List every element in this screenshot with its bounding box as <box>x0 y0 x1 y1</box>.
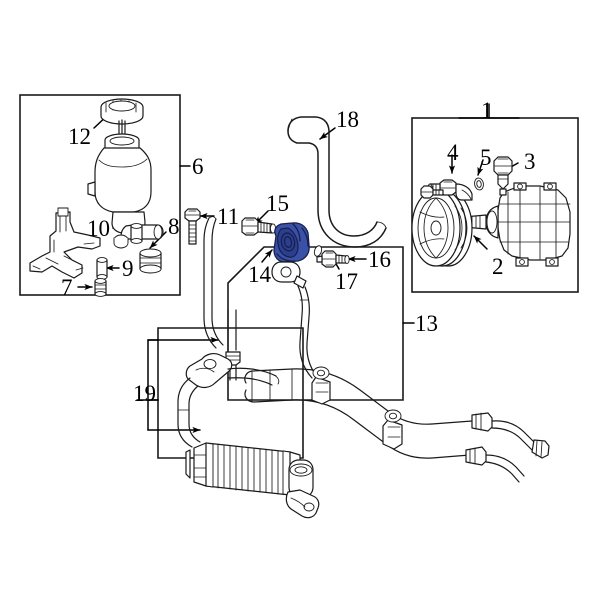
part-pump-pulley-2 <box>411 189 473 267</box>
callout-label-16: 16 <box>368 247 391 272</box>
callout-label-10: 10 <box>87 216 110 241</box>
part-reservoir-bracket <box>29 207 101 279</box>
part-reservoir-cap-12 <box>100 98 144 137</box>
callout-label-17: 17 <box>335 269 358 294</box>
callout-label-15: 15 <box>266 191 289 216</box>
callout-label-18: 18 <box>336 107 359 132</box>
callout-label-8: 8 <box>168 214 180 239</box>
part-grommet-10 <box>130 223 143 244</box>
part-bolt-11 <box>184 208 201 245</box>
callout-label-3: 3 <box>524 149 536 174</box>
part-bushing-8 <box>139 248 162 274</box>
part-suction-hose-18 <box>287 116 387 248</box>
part-oil-pressure-switch-16 <box>316 250 350 268</box>
callout-label-5: 5 <box>480 145 492 170</box>
callout-label-11: 11 <box>217 204 240 229</box>
callout-label-19: 19 <box>133 381 156 406</box>
callout-leaders <box>77 103 520 434</box>
part-union-fitting-15 <box>241 217 277 236</box>
part-reservoir-tank-6 <box>87 133 164 249</box>
callout-label-1: 1 <box>481 98 493 123</box>
part-o-ring-5 <box>474 177 484 191</box>
part-pump-body-1 <box>460 182 571 267</box>
part-o-ring-17 <box>313 245 323 257</box>
part-collar-9 <box>96 257 108 280</box>
callout-label-12: 12 <box>68 124 91 149</box>
callout-label-4: 4 <box>447 140 459 165</box>
callout-label-13: 13 <box>415 311 438 336</box>
part-oil-cooler-tube-19 <box>177 216 320 519</box>
callout-label-6: 6 <box>192 154 204 179</box>
part-suction-union-4 <box>427 179 473 201</box>
group-box-cooler <box>157 327 304 459</box>
part-return-hose-13 <box>244 261 550 483</box>
part-pressure-control-valve-3 <box>493 156 513 196</box>
part-pressure-hose-seal-14-highlighted <box>273 222 310 263</box>
part-grommet-7 <box>94 278 107 297</box>
callout-label-9: 9 <box>122 256 134 281</box>
callout-label-2: 2 <box>492 254 504 279</box>
callout-label-14: 14 <box>248 262 271 287</box>
part-pump-bolt <box>420 185 444 199</box>
callout-label-7: 7 <box>61 275 73 300</box>
